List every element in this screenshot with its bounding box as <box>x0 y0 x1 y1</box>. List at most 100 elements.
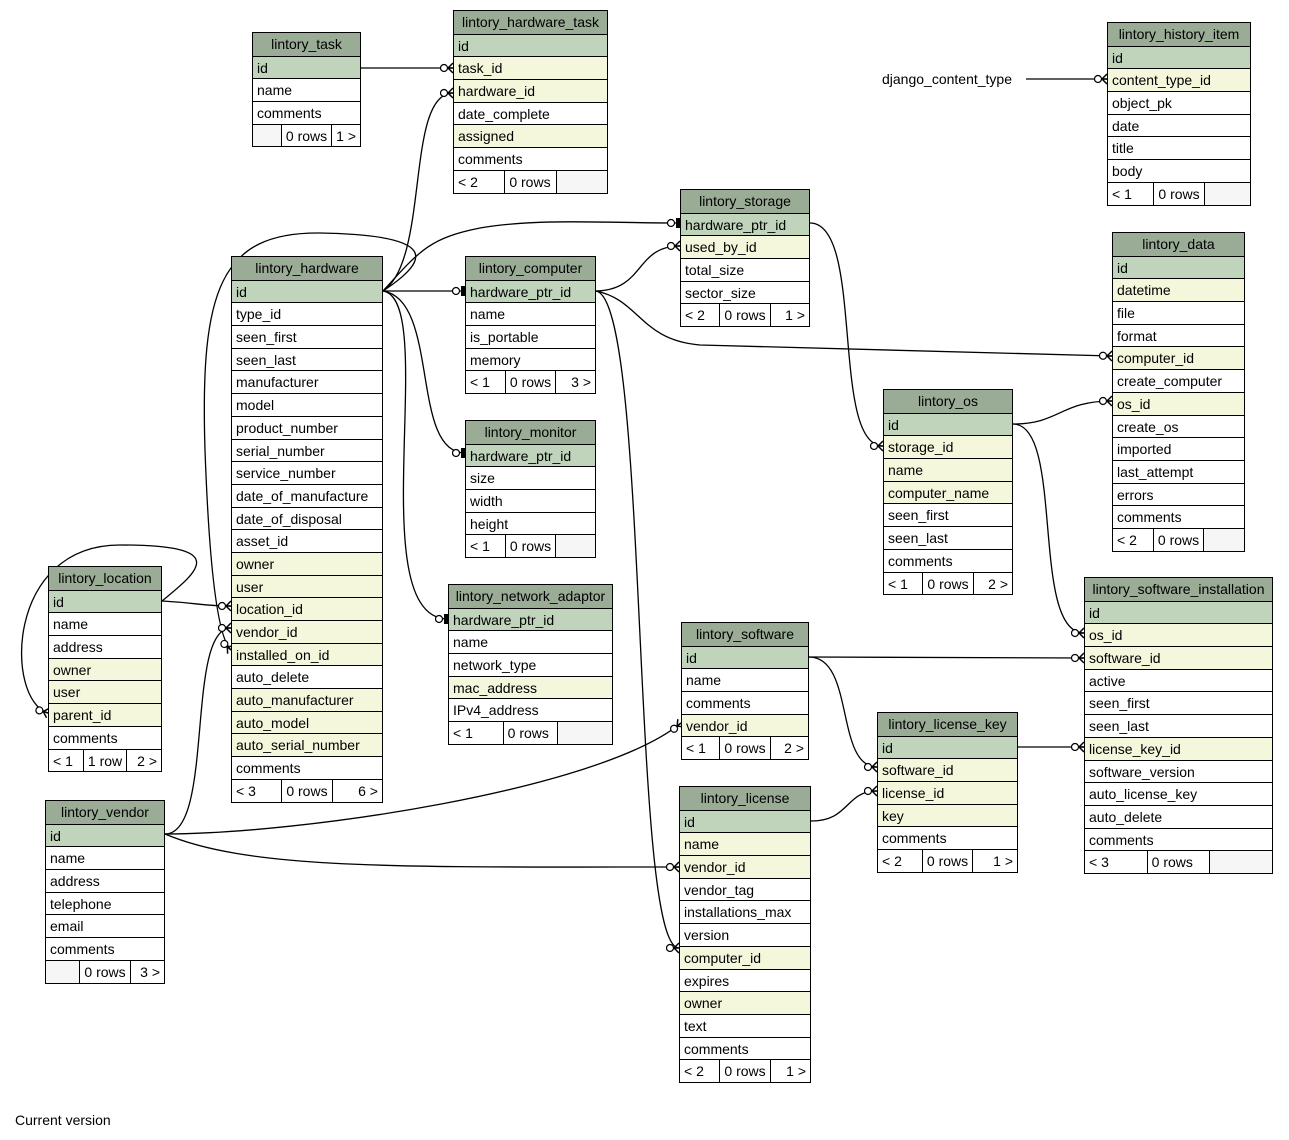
column[interactable]: comments <box>253 101 360 124</box>
column[interactable]: comments <box>232 756 382 779</box>
column[interactable]: software_version <box>1085 759 1272 783</box>
primary-key-column[interactable]: hardware_ptr_id <box>466 443 595 467</box>
primary-key-column[interactable]: id <box>253 55 360 79</box>
foreign-key-column[interactable]: user <box>49 680 161 704</box>
column[interactable]: expires <box>680 968 810 992</box>
column[interactable]: format <box>1113 323 1244 347</box>
children-link[interactable]: 1 > <box>331 124 360 147</box>
column[interactable]: body <box>1108 159 1250 182</box>
column[interactable]: title <box>1108 136 1250 159</box>
column[interactable]: comments <box>878 826 1017 849</box>
children-link[interactable]: 2 > <box>126 749 161 772</box>
primary-key-column[interactable]: id <box>682 645 808 669</box>
children-link[interactable] <box>1203 182 1250 205</box>
column[interactable]: IPv4_address <box>449 698 612 721</box>
children-link[interactable] <box>1203 528 1244 551</box>
foreign-key-column[interactable]: name <box>680 832 810 856</box>
foreign-key-column[interactable]: computer_id <box>680 945 810 969</box>
column[interactable]: vendor_tag <box>680 877 810 901</box>
foreign-key-column[interactable]: mac_address <box>449 675 612 699</box>
primary-key-column[interactable]: id <box>884 412 1012 436</box>
children-link[interactable]: 1 > <box>972 850 1017 872</box>
children-link[interactable] <box>555 170 607 193</box>
column[interactable]: comments <box>454 147 607 170</box>
foreign-key-column[interactable]: owner <box>49 657 161 681</box>
parents-link[interactable]: < 2 <box>685 307 705 324</box>
primary-key-column[interactable]: hardware_ptr_id <box>449 607 612 631</box>
primary-key-column[interactable]: id <box>878 735 1017 759</box>
table-title[interactable]: lintory_software_installation <box>1085 578 1272 601</box>
column[interactable]: sector_size <box>681 280 809 304</box>
column[interactable]: create_computer <box>1113 369 1244 392</box>
children-link[interactable] <box>1209 851 1272 873</box>
column[interactable]: active <box>1085 668 1272 692</box>
column[interactable]: version <box>680 923 810 946</box>
column[interactable]: network_type <box>449 653 612 676</box>
column[interactable]: create_os <box>1113 414 1244 438</box>
column[interactable]: name <box>449 630 612 653</box>
parents-link[interactable]: < 2 <box>684 1063 704 1080</box>
table-title[interactable]: lintory_license_key <box>878 713 1017 736</box>
parents-link[interactable]: < 2 <box>882 853 902 870</box>
foreign-key-column[interactable]: task_id <box>454 56 607 80</box>
foreign-key-column[interactable]: computer_name <box>884 480 1012 504</box>
children-link[interactable]: 1 > <box>769 1060 810 1082</box>
foreign-key-column[interactable]: license_id <box>878 781 1017 804</box>
column[interactable]: comments <box>46 937 164 960</box>
foreign-key-column[interactable]: vendor_id <box>680 855 810 878</box>
parents-link[interactable]: < 1 <box>888 575 908 592</box>
table-title[interactable]: lintory_hardware <box>232 257 382 280</box>
foreign-key-column[interactable]: auto_manufacturer <box>232 688 382 711</box>
foreign-key-column[interactable]: vendor_id <box>232 620 382 643</box>
column[interactable]: address <box>46 869 164 892</box>
table-title[interactable]: lintory_license <box>680 787 810 810</box>
column[interactable]: seen_last <box>232 347 382 371</box>
column[interactable]: comments <box>1113 505 1244 528</box>
primary-key-column[interactable]: id <box>49 589 161 613</box>
foreign-key-column[interactable]: installed_on_id <box>232 642 382 666</box>
primary-key-column[interactable]: id <box>1113 255 1244 279</box>
children-link[interactable] <box>557 722 612 744</box>
column[interactable]: height <box>466 511 595 535</box>
column[interactable]: name <box>466 302 595 325</box>
column[interactable]: name <box>253 78 360 101</box>
foreign-key-column[interactable]: datetime <box>1113 278 1244 302</box>
table-title[interactable]: lintory_data <box>1113 233 1244 256</box>
parents-link[interactable] <box>46 960 80 983</box>
column[interactable]: seen_last <box>1085 714 1272 737</box>
column[interactable]: text <box>680 1013 810 1037</box>
column[interactable]: errors <box>1113 482 1244 506</box>
foreign-key-column[interactable]: used_by_id <box>681 235 809 259</box>
parents-link[interactable]: < 3 <box>236 782 256 799</box>
foreign-key-column[interactable]: os_id <box>1085 623 1272 647</box>
column[interactable]: comments <box>1085 827 1272 851</box>
children-link[interactable]: 3 > <box>555 371 595 394</box>
column[interactable]: date_complete <box>454 101 607 125</box>
foreign-key-column[interactable]: user <box>232 574 382 598</box>
children-link[interactable]: 6 > <box>331 779 382 802</box>
column[interactable]: name <box>46 846 164 869</box>
column[interactable]: model <box>232 393 382 416</box>
primary-key-column[interactable]: id <box>46 823 164 847</box>
parents-link[interactable]: < 3 <box>1089 854 1109 871</box>
column[interactable]: auto_delete <box>232 665 382 688</box>
column[interactable]: comments <box>884 548 1012 572</box>
column[interactable]: product_number <box>232 415 382 439</box>
column[interactable]: comments <box>49 725 161 749</box>
foreign-key-column[interactable]: auto_model <box>232 710 382 734</box>
column[interactable]: seen_first <box>1085 691 1272 714</box>
column[interactable]: service_number <box>232 461 382 484</box>
table-title[interactable]: lintory_hardware_task <box>454 11 607 34</box>
foreign-key-column[interactable]: owner <box>232 551 382 575</box>
parents-link[interactable]: < 1 <box>470 374 490 391</box>
primary-key-column[interactable]: id <box>680 809 810 833</box>
foreign-key-column[interactable]: storage_id <box>884 435 1012 459</box>
